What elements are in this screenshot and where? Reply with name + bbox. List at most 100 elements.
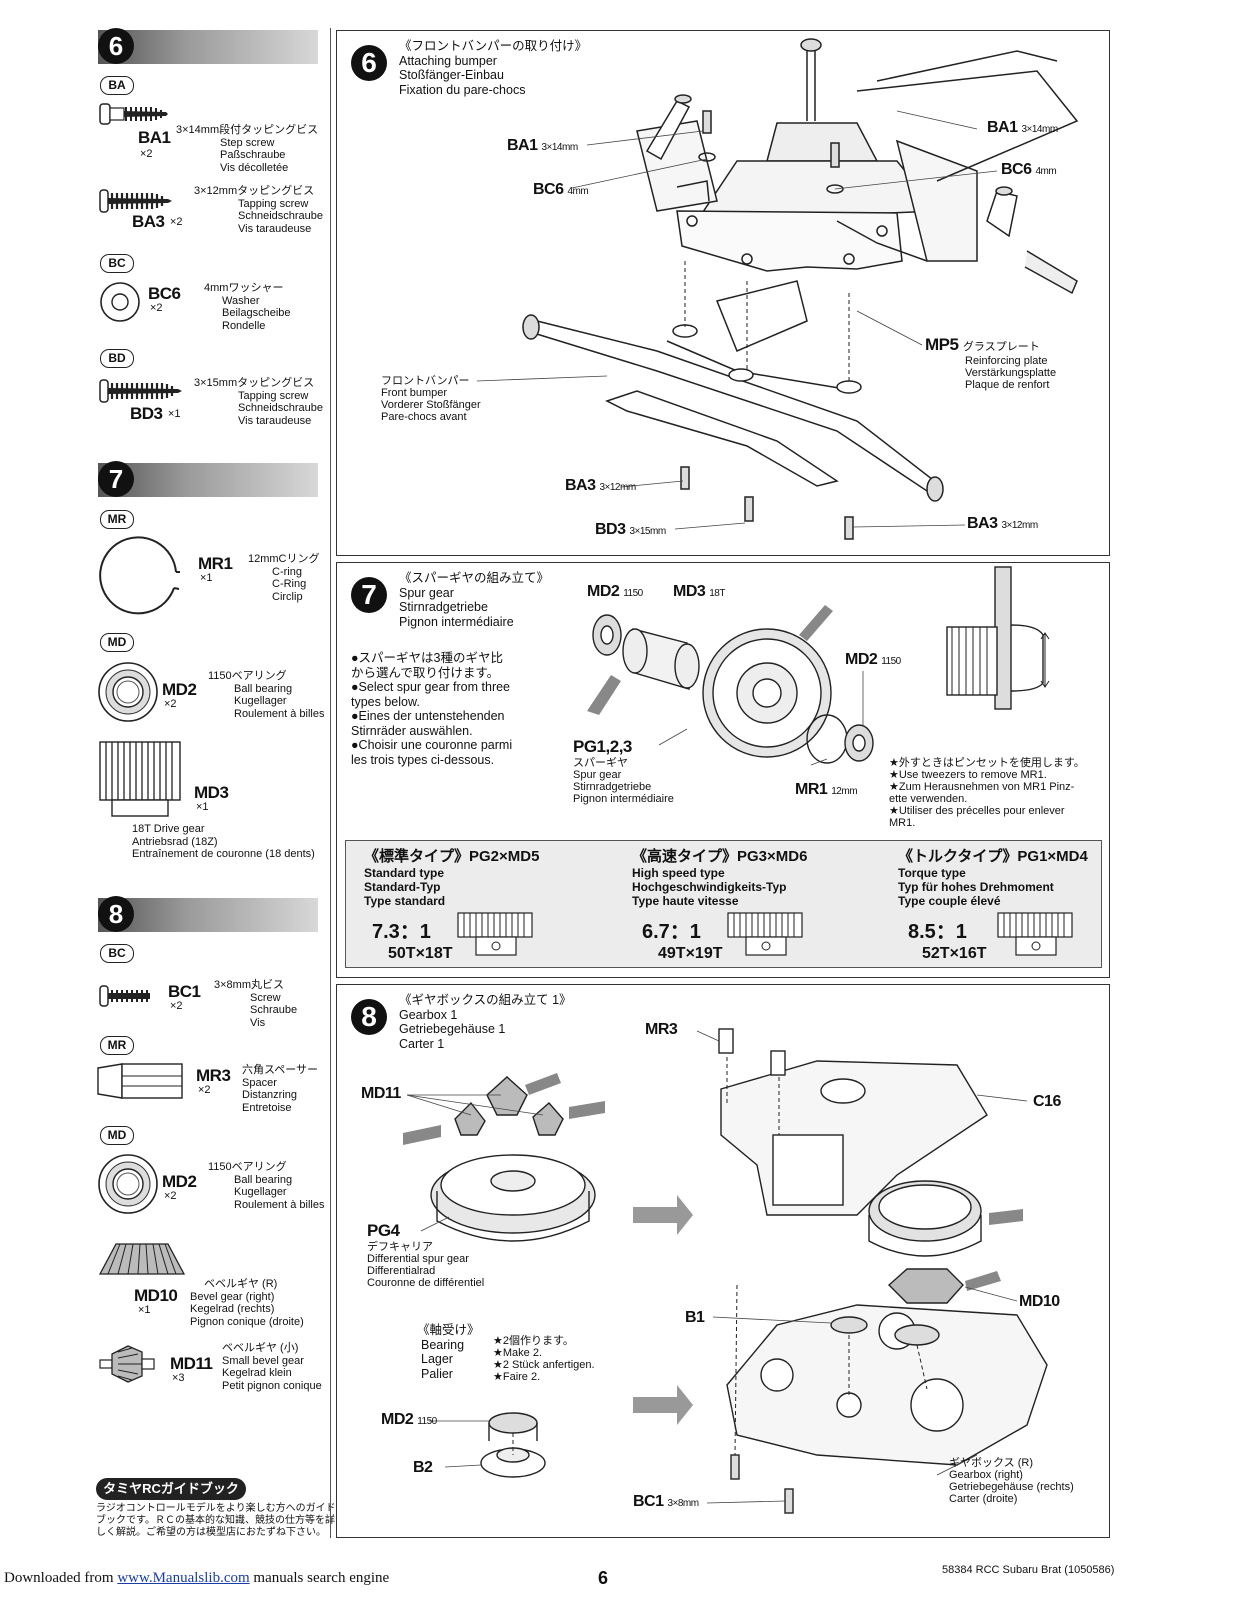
step-title-de: Stoßfänger-Einbau: [399, 68, 504, 82]
part-qty: ×2: [170, 216, 183, 228]
part-qty: ×2: [164, 1190, 177, 1202]
part-de: Kegelrad klein: [222, 1367, 292, 1379]
part-fr: Circlip: [272, 590, 303, 603]
bag-tag-bc: BC: [100, 254, 134, 273]
callout-front-bumper: フロントバンパー Front bumper Vorderer Stoßfänge…: [381, 375, 481, 423]
part-en: 18T Drive gear: [132, 823, 205, 835]
gear-option-torque: 《トルクタイプ》PG1×MD4 Torque type Typ für hohe…: [898, 848, 1088, 908]
tweezer-note: ★外すときはピンセットを使用します。 ★Use tweezers to remo…: [889, 757, 1085, 829]
model-code: 58384 RCC Subaru Brat (1050586): [942, 1564, 1115, 1576]
part-jp: ベベルギヤ (小): [222, 1342, 299, 1354]
part-code: MD10: [134, 1286, 178, 1305]
callout-mr1: MR1: [795, 781, 828, 798]
guidebook-text: ラジオコントロールモデルをより楽しむ方へのガイド ブックです。ＲＣの基本的な知識…: [96, 1503, 336, 1538]
step-number: 7: [351, 577, 387, 613]
part-de: C-Ring: [272, 578, 307, 590]
part-qty: ×2: [198, 1084, 211, 1096]
part-qty: ×1: [200, 572, 213, 584]
part-qty: ×1: [196, 801, 209, 813]
part-qty: ×1: [168, 408, 181, 420]
manualslib-link[interactable]: www.Manualslib.com: [117, 1570, 250, 1586]
step-number: 6: [351, 45, 387, 81]
part-code: MR1: [198, 554, 233, 573]
step-6-panel: 6 《フロントバンパーの取り付け》 Attaching bumper Stoßf…: [336, 30, 1110, 556]
step-title-fr: Carter 1: [399, 1036, 445, 1051]
gear-teeth: 52T×16T: [922, 945, 987, 962]
part-en: C-ring: [272, 565, 302, 578]
part-de: Schneidschraube: [238, 402, 324, 414]
step-title-jp: 《フロントバンパーの取り付け》: [399, 39, 588, 53]
part-de: Antriebsrad (18Z): [132, 835, 218, 848]
ball-bearing-icon: [98, 662, 158, 722]
part-fr: Entretoise: [242, 1101, 292, 1114]
part-jp: 六角スペーサー: [242, 1064, 319, 1076]
part-jp: 1150ベアリング: [208, 670, 287, 682]
drive-gear-icon: [99, 741, 181, 817]
callout-bd3: BD3: [595, 521, 626, 538]
page-number: 6: [598, 1568, 609, 1588]
step-title-en: Gearbox 1: [399, 1007, 458, 1022]
part-de: Schraube: [250, 1004, 298, 1016]
bag-tag-ba: BA: [100, 76, 134, 95]
part-code: MD2: [162, 680, 197, 699]
part-en: Ball bearing: [234, 682, 293, 695]
callout-md11: MD11: [361, 1085, 401, 1102]
bumper-assembly-diagram: [476, 38, 1079, 540]
part-de: Schneidschraube: [238, 210, 324, 222]
column-divider: [330, 28, 331, 1538]
hex-spacer-icon: [97, 1063, 183, 1099]
part-qty: ×2: [150, 302, 163, 314]
download-label: Downloaded from: [4, 1570, 114, 1586]
gear-option-standard: 《標準タイプ》PG2×MD5 Standard type Standard-Ty…: [364, 848, 540, 908]
part-de: Paßschraube: [220, 149, 286, 161]
tapping-screw-long-icon: [99, 379, 182, 403]
part-code: BA1: [138, 128, 171, 147]
gear-ratio: 7.3：1: [372, 921, 431, 943]
part-de: Beilagscheibe: [222, 307, 291, 319]
screw-icon: [99, 985, 150, 1007]
part-qty: ×2: [170, 1000, 183, 1012]
part-jp: ベベルギヤ (R): [204, 1278, 278, 1290]
bag-tag-bc: BC: [100, 944, 134, 963]
part-jp: 3×14mm段付タッピングビス: [176, 124, 319, 136]
step-title-fr: Pignon intermédiaire: [399, 614, 514, 629]
step-title-fr: Fixation du pare-chocs: [399, 82, 526, 97]
part-fr: Roulement à billes: [234, 707, 325, 720]
callout-ba3-b: BA3: [967, 515, 998, 532]
callout-mr3: MR3: [645, 1021, 678, 1038]
part-code: MD3: [194, 783, 229, 802]
section-bar-7: 7: [98, 461, 318, 497]
callout-bc6-left: BC6: [533, 181, 564, 198]
step-number: 8: [351, 999, 387, 1035]
part-fr: Petit pignon conique: [222, 1379, 322, 1392]
part-jp: 4mmワッシャー: [204, 282, 284, 294]
part-en: Step screw: [220, 136, 275, 149]
spur-gear-diagram: [587, 566, 1050, 766]
callout-pg123: PG1,2,3 スパーギヤ Spur gear Stirnradgetriebe…: [573, 737, 674, 805]
part-fr: Vis décolletée: [220, 161, 289, 174]
part-en: Tapping screw: [238, 197, 309, 210]
part-jp: 3×15mmタッピングビス: [194, 377, 315, 389]
guidebook-badge: タミヤRCガイドブック: [96, 1478, 246, 1500]
bag-tag-mr: MR: [100, 1036, 134, 1055]
part-fr: Pignon conique (droite): [190, 1315, 304, 1328]
step-title-en: Attaching bumper: [399, 53, 497, 68]
c-ring-icon: [99, 536, 180, 615]
part-qty: ×2: [140, 148, 153, 160]
part-jp: 3×8mm丸ビス: [214, 979, 284, 991]
make-two-note: ★2個作ります。 ★Make 2. ★2 Stück anfertigen. ★…: [493, 1335, 595, 1383]
callout-b2: B2: [413, 1459, 433, 1476]
part-jp: 12mmCリング: [248, 553, 320, 565]
callout-md2-a: MD2: [587, 583, 620, 600]
part-qty: ×1: [138, 1304, 151, 1316]
part-qty: ×2: [164, 698, 177, 710]
callout-ba1-right: BA1: [987, 119, 1018, 136]
part-qty: ×3: [172, 1372, 185, 1384]
section-number: 7: [98, 461, 134, 497]
part-en: Small bevel gear: [222, 1354, 304, 1367]
part-de: Kegelrad (rechts): [190, 1303, 275, 1315]
callout-md10: MD10: [1019, 1293, 1060, 1310]
callout-gearbox-right: ギヤボックス (R) Gearbox (right) Getriebegehäu…: [949, 1457, 1074, 1505]
part-fr: Entraînement de couronne (18 dents): [132, 848, 315, 860]
part-en: Ball bearing: [234, 1173, 293, 1186]
